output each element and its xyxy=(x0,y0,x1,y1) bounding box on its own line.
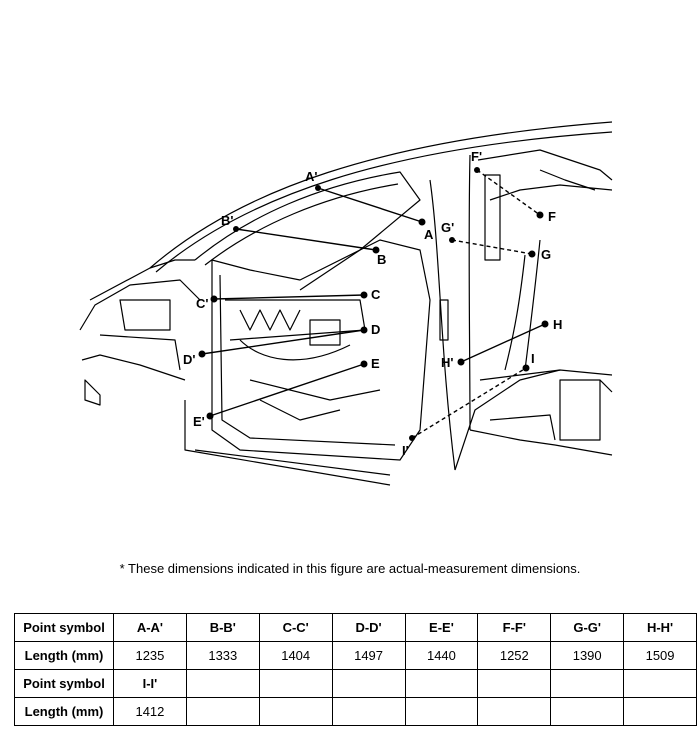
line-h xyxy=(460,323,546,363)
measurement-note: * These dimensions indicated in this fig… xyxy=(119,561,581,576)
length-cell: 1509 xyxy=(623,641,697,670)
point-g xyxy=(528,250,536,258)
length-cell: 1497 xyxy=(331,641,406,670)
point-h-prime xyxy=(457,358,465,366)
symbol-cell: G-G' xyxy=(550,613,625,642)
length-cell: 1412 xyxy=(113,697,187,726)
point-d-prime xyxy=(198,350,206,358)
symbol-cell xyxy=(623,669,697,698)
symbol-cell xyxy=(258,669,333,698)
label-g: G xyxy=(541,247,551,262)
point-g-prime xyxy=(449,237,455,243)
symbol-cell: A-A' xyxy=(113,613,187,642)
label-d: D xyxy=(371,322,380,337)
point-e xyxy=(360,360,368,368)
line-f xyxy=(476,169,541,216)
table-row: Length (mm) 1412 xyxy=(14,697,697,726)
label-i: I xyxy=(531,351,535,366)
length-cell xyxy=(550,697,625,726)
length-cell xyxy=(477,697,552,726)
table-row: Point symbol A-A' B-B' C-C' D-D' E-E' F-… xyxy=(14,613,697,642)
point-labels: A A' B B' C C' D D' E E' F F' G G' H H' … xyxy=(183,149,562,458)
point-d xyxy=(360,326,368,334)
length-cell: 1252 xyxy=(477,641,552,670)
label-h: H xyxy=(553,317,562,332)
length-cell xyxy=(623,697,697,726)
car-body-outline xyxy=(79,121,613,486)
length-cell xyxy=(331,697,406,726)
line-c xyxy=(213,294,365,300)
point-a xyxy=(418,218,426,226)
line-a xyxy=(317,187,423,223)
symbol-cell xyxy=(331,669,406,698)
line-d xyxy=(201,329,365,355)
length-cell xyxy=(185,697,260,726)
length-cell: 1235 xyxy=(113,641,187,670)
point-f-prime xyxy=(474,167,480,173)
line-e xyxy=(209,363,365,417)
line-g xyxy=(451,239,533,255)
row-label-length: Length (mm) xyxy=(14,697,114,726)
measurement-points xyxy=(198,167,549,441)
table-row: Point symbol I-I' xyxy=(14,669,697,698)
length-cell: 1390 xyxy=(550,641,625,670)
label-f: F xyxy=(548,209,556,224)
label-e: E xyxy=(371,356,380,371)
row-label-point-symbol: Point symbol xyxy=(14,669,114,698)
label-d-prime: D' xyxy=(183,352,195,367)
label-c: C xyxy=(371,287,381,302)
symbol-cell: F-F' xyxy=(477,613,552,642)
label-f-prime: F' xyxy=(471,149,482,164)
point-i-prime xyxy=(409,435,415,441)
dimension-table: Point symbol A-A' B-B' C-C' D-D' E-E' F-… xyxy=(14,613,697,726)
symbol-cell xyxy=(404,669,479,698)
label-a: A xyxy=(424,227,434,242)
symbol-cell: I-I' xyxy=(113,669,187,698)
label-e-prime: E' xyxy=(193,414,205,429)
symbol-cell: H-H' xyxy=(623,613,697,642)
point-f xyxy=(536,211,544,219)
length-cell: 1440 xyxy=(404,641,479,670)
symbol-cell xyxy=(185,669,260,698)
length-cell: 1404 xyxy=(258,641,333,670)
label-h-prime: H' xyxy=(441,355,453,370)
body-side-dimension-diagram: A A' B B' C C' D D' E E' F F' G G' H H' … xyxy=(79,121,613,486)
symbol-cell: D-D' xyxy=(331,613,406,642)
table-row: Length (mm) 1235 1333 1404 1497 1440 125… xyxy=(14,641,697,670)
label-i-prime: I' xyxy=(402,443,409,458)
symbol-cell: E-E' xyxy=(404,613,479,642)
measurement-lines xyxy=(201,169,546,439)
symbol-cell: B-B' xyxy=(185,613,260,642)
line-i xyxy=(411,367,527,439)
label-a-prime: A' xyxy=(305,169,317,184)
label-g-prime: G' xyxy=(441,220,454,235)
point-i xyxy=(522,364,530,372)
point-a-prime xyxy=(315,185,321,191)
line-b xyxy=(235,228,377,251)
point-b-prime xyxy=(233,226,239,232)
point-b xyxy=(372,246,380,254)
label-b: B xyxy=(377,252,386,267)
point-e-prime xyxy=(206,412,214,420)
length-cell: 1333 xyxy=(185,641,260,670)
symbol-cell: C-C' xyxy=(258,613,333,642)
label-c-prime: C' xyxy=(196,296,208,311)
length-cell xyxy=(258,697,333,726)
length-cell xyxy=(404,697,479,726)
point-c-prime xyxy=(210,295,218,303)
point-h xyxy=(541,320,549,328)
row-label-point-symbol: Point symbol xyxy=(14,613,114,642)
symbol-cell xyxy=(477,669,552,698)
row-label-length: Length (mm) xyxy=(14,641,114,670)
point-c xyxy=(360,291,368,299)
symbol-cell xyxy=(550,669,625,698)
label-b-prime: B' xyxy=(221,213,233,228)
